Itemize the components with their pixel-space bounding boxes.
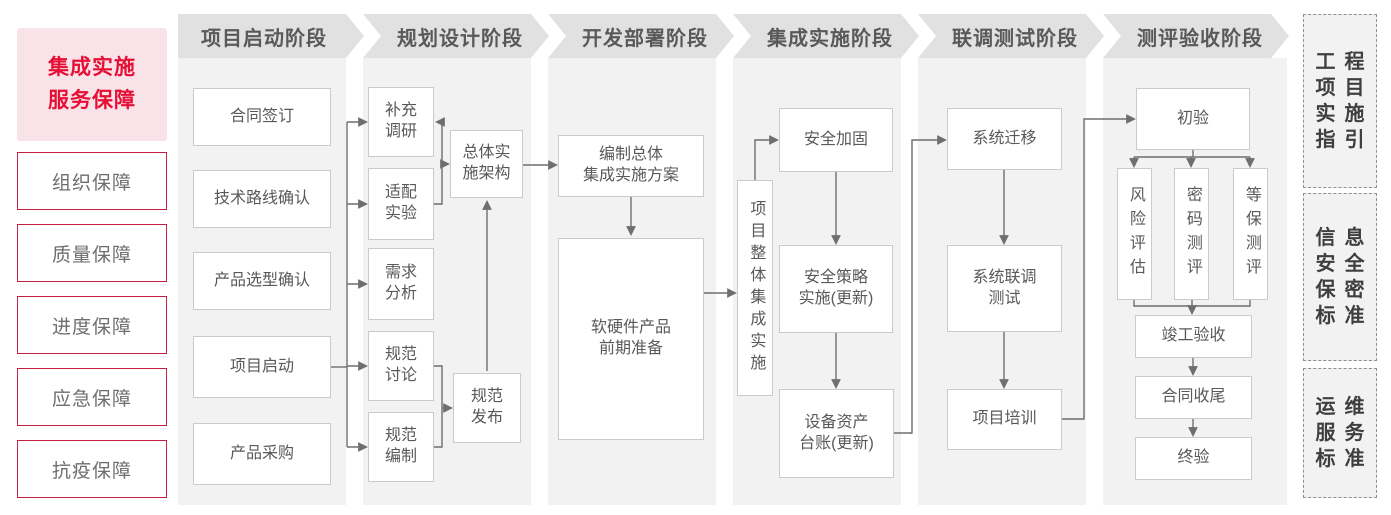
standard-label: 信息安全保密标准 — [1315, 227, 1365, 327]
phase-banner: 测评验收阶段 — [1103, 14, 1289, 58]
flow-step: 规范 讨论 — [368, 331, 434, 401]
standard-label: 工程项目实施指引 — [1315, 51, 1365, 151]
flow-step: 产品采购 — [193, 423, 331, 485]
standard-box: 信息安全保密标准 — [1303, 193, 1377, 361]
flow-step: 技术路线确认 — [193, 170, 331, 228]
phase-banner: 集成实施阶段 — [733, 14, 919, 58]
flow-step: 等保测评 — [1233, 168, 1268, 300]
phase-banner: 联调测试阶段 — [918, 14, 1104, 58]
sidebar-item-guarantee: 应急保障 — [17, 368, 167, 426]
phase-banner-label: 测评验收阶段 — [1137, 27, 1263, 50]
flow-step: 编制总体 集成实施方案 — [558, 135, 704, 197]
flow-step: 合同签订 — [193, 88, 331, 146]
flow-step: 产品选型确认 — [193, 252, 331, 310]
flow-step: 安全策略 实施(更新) — [779, 245, 893, 333]
phase-banner-label: 联调测试阶段 — [952, 27, 1078, 50]
flow-step: 项目启动 — [193, 336, 331, 398]
standard-label: 运维服务标准 — [1315, 396, 1365, 470]
flow-step: 系统联调 测试 — [947, 245, 1062, 332]
sidebar-item-guarantee: 进度保障 — [17, 296, 167, 354]
standard-box: 工程项目实施指引 — [1303, 14, 1377, 188]
phase-banner: 规划设计阶段 — [363, 14, 549, 58]
sidebar-title: 集成实施 服务保障 — [17, 28, 167, 141]
flow-step: 适配 实验 — [368, 168, 434, 240]
phase-banner: 项目启动阶段 — [178, 14, 364, 58]
flow-step: 初验 — [1136, 88, 1250, 150]
flow-step: 密码测评 — [1174, 168, 1209, 300]
flow-step: 规范 发布 — [453, 373, 521, 443]
flow-step: 总体实 施架构 — [450, 130, 523, 198]
flow-step: 项目培训 — [947, 389, 1062, 450]
flow-step: 项目整体集成实施 — [737, 180, 773, 396]
flow-step: 终验 — [1135, 437, 1252, 480]
flow-step: 安全加固 — [779, 108, 893, 172]
phase-banner-label: 集成实施阶段 — [767, 27, 893, 50]
phase-banner-label: 开发部署阶段 — [582, 27, 708, 50]
flow-step: 合同收尾 — [1135, 376, 1252, 419]
phase-banner-label: 规划设计阶段 — [397, 27, 523, 50]
flow-step: 系统迁移 — [947, 108, 1062, 170]
sidebar-item-guarantee: 组织保障 — [17, 152, 167, 210]
flow-step: 设备资产 台账(更新) — [779, 389, 894, 478]
phase-banner: 开发部署阶段 — [548, 14, 734, 58]
flow-step: 补充 调研 — [368, 87, 434, 157]
flow-step: 软硬件产品 前期准备 — [558, 238, 704, 440]
sidebar-item-guarantee: 抗疫保障 — [17, 440, 167, 498]
standard-box: 运维服务标准 — [1303, 368, 1377, 498]
flow-step: 规范 编制 — [368, 412, 434, 482]
sidebar-item-guarantee: 质量保障 — [17, 224, 167, 282]
flow-step: 需求 分析 — [368, 248, 434, 320]
flow-step: 竣工验收 — [1135, 315, 1252, 358]
phase-banner-label: 项目启动阶段 — [201, 27, 327, 50]
flow-step: 风险评估 — [1117, 168, 1152, 300]
